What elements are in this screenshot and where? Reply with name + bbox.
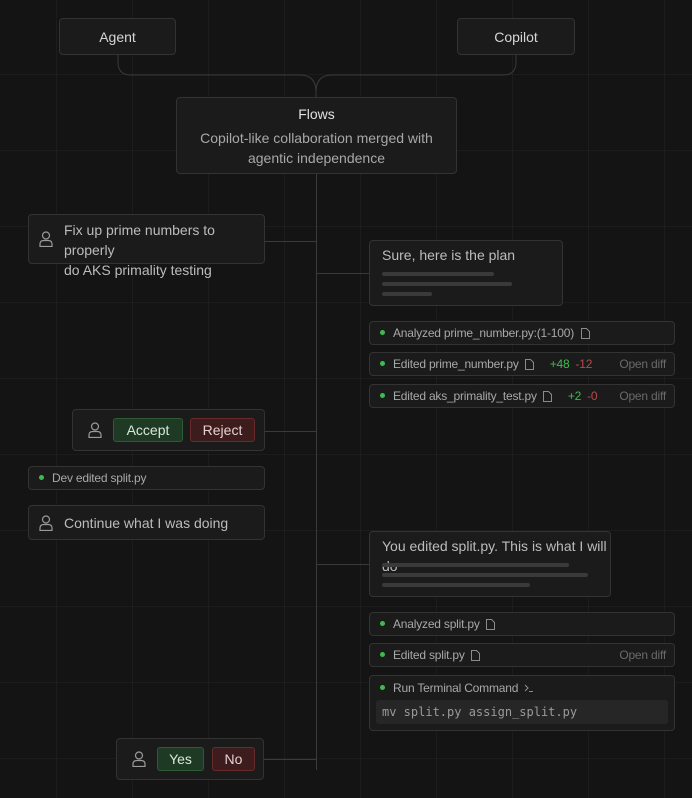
user-message-1-line-2: do AKS primality testing	[64, 262, 212, 278]
status-dot	[39, 474, 44, 480]
user-message-1-line-1: Fix up prime numbers to properly	[64, 222, 215, 258]
step-label: Edited aks_primality_test.py	[393, 389, 537, 403]
confirm-box: Yes No	[116, 738, 264, 780]
step-analyzed-split: Analyzed split.py	[369, 612, 675, 636]
plan-line-placeholder	[382, 292, 432, 296]
copilot-label: Copilot	[494, 28, 538, 45]
plan-line-placeholder	[382, 563, 569, 567]
review-box: Accept Reject	[72, 409, 265, 451]
step-label: Edited split.py	[393, 648, 465, 662]
flows-subtitle-line-1: Copilot-like collaboration merged with	[200, 130, 433, 146]
no-button[interactable]: No	[212, 747, 255, 771]
agent-box: Agent	[59, 18, 176, 55]
branch-plan-1	[316, 273, 370, 274]
user-message-1-text: Fix up prime numbers to properly do AKS …	[64, 220, 264, 280]
branch-review	[265, 431, 317, 432]
file-icon[interactable]	[542, 390, 552, 402]
lines-added: +2	[567, 389, 582, 403]
user-icon	[39, 231, 53, 247]
step-edited-aks: Edited aks_primality_test.py +2 -0 Open …	[369, 384, 675, 408]
status-dot	[380, 651, 385, 657]
step-label: Edited prime_number.py	[393, 357, 519, 371]
open-diff-link[interactable]: Open diff	[619, 357, 666, 371]
branch-plan-2	[316, 564, 370, 565]
user-icon	[88, 422, 102, 438]
dev-edit-event: Dev edited split.py	[28, 466, 265, 490]
file-icon[interactable]	[581, 327, 591, 339]
file-icon[interactable]	[470, 649, 480, 661]
reject-button[interactable]: Reject	[190, 418, 255, 442]
yes-button[interactable]: Yes	[157, 747, 204, 771]
status-dot	[380, 684, 385, 690]
terminal-icon	[524, 684, 534, 693]
status-dot	[380, 392, 385, 398]
lines-added: +48	[549, 357, 570, 371]
plan-line-placeholder	[382, 272, 494, 276]
terminal-step-header: Run Terminal Command	[370, 676, 542, 700]
flows-title: Flows	[298, 106, 335, 122]
plan-line-placeholder	[382, 583, 530, 587]
flows-box: Flows Copilot-like collaboration merged …	[176, 97, 457, 174]
plan-line-placeholder	[382, 573, 588, 577]
open-diff-link[interactable]: Open diff	[619, 648, 666, 662]
branch-confirm	[264, 759, 317, 760]
step-analyzed-prime: Analyzed prime_number.py:(1-100)	[369, 321, 675, 345]
step-terminal-command: Run Terminal Command mv split.py assign_…	[369, 675, 675, 731]
trunk-line	[316, 174, 317, 770]
user-icon	[39, 515, 53, 531]
flows-subtitle: Copilot-like collaboration merged with a…	[177, 128, 456, 168]
status-dot	[380, 360, 385, 366]
plan-card-2: You edited split.py. This is what I will…	[369, 531, 611, 597]
dev-edit-label: Dev edited split.py	[52, 471, 147, 485]
plan-card-1-title: Sure, here is the plan	[382, 247, 516, 263]
step-label: Analyzed split.py	[393, 617, 480, 631]
open-diff-link[interactable]: Open diff	[619, 389, 666, 403]
lines-removed: -12	[575, 357, 593, 371]
step-edited-prime: Edited prime_number.py +48 -12 Open diff	[369, 352, 675, 376]
plan-card-2-title: You edited split.py. This is what I will…	[382, 538, 607, 574]
copilot-box: Copilot	[457, 18, 575, 55]
status-dot	[380, 620, 385, 626]
step-label: Analyzed prime_number.py:(1-100)	[393, 326, 575, 340]
accept-button[interactable]: Accept	[113, 418, 183, 442]
plan-line-placeholder	[382, 282, 512, 286]
plan-card-1: Sure, here is the plan	[369, 240, 563, 306]
step-label: Run Terminal Command	[393, 681, 519, 695]
status-dot	[380, 329, 385, 335]
user-message-2: Continue what I was doing	[28, 505, 265, 540]
file-icon[interactable]	[524, 358, 534, 370]
user-message-1: Fix up prime numbers to properly do AKS …	[28, 214, 265, 278]
step-edited-split: Edited split.py Open diff	[369, 643, 675, 667]
lines-removed: -0	[587, 389, 598, 403]
user-message-2-text: Continue what I was doing	[64, 515, 229, 531]
file-icon[interactable]	[485, 618, 495, 630]
user-icon	[132, 751, 146, 767]
terminal-command-text: mv split.py assign_split.py	[376, 700, 668, 724]
flows-subtitle-line-2: agentic independence	[247, 150, 385, 166]
branch-user-msg-1	[265, 241, 317, 242]
agent-label: Agent	[99, 28, 136, 45]
